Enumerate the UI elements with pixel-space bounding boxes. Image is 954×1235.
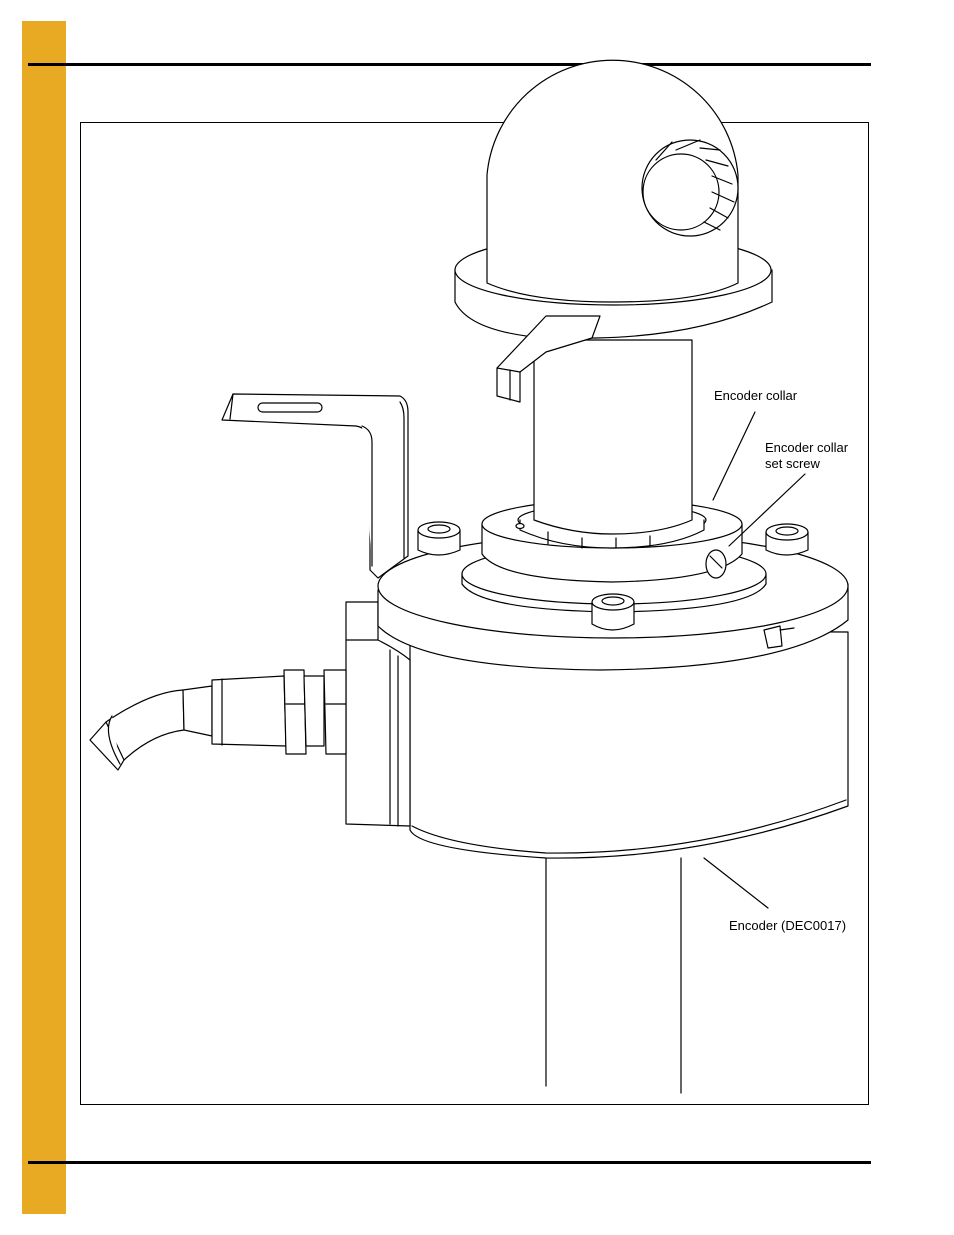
- cable-connector: [90, 670, 346, 770]
- leader-encoder-collar: [713, 412, 755, 500]
- middle-shaft: [534, 340, 692, 534]
- dome-pin: [642, 140, 738, 236]
- screw-front: [592, 594, 634, 630]
- screw-left: [418, 522, 460, 555]
- mounting-bracket: [222, 394, 408, 578]
- lower-shaft: [546, 858, 681, 1093]
- callout-encoder: Encoder (DEC0017): [729, 918, 846, 934]
- callout-encoder-collar: Encoder collar: [714, 388, 797, 404]
- screw-right: [766, 524, 808, 555]
- leader-encoder: [704, 858, 768, 908]
- callout-encoder-collar-set-screw: Encoder collar set screw: [765, 440, 848, 472]
